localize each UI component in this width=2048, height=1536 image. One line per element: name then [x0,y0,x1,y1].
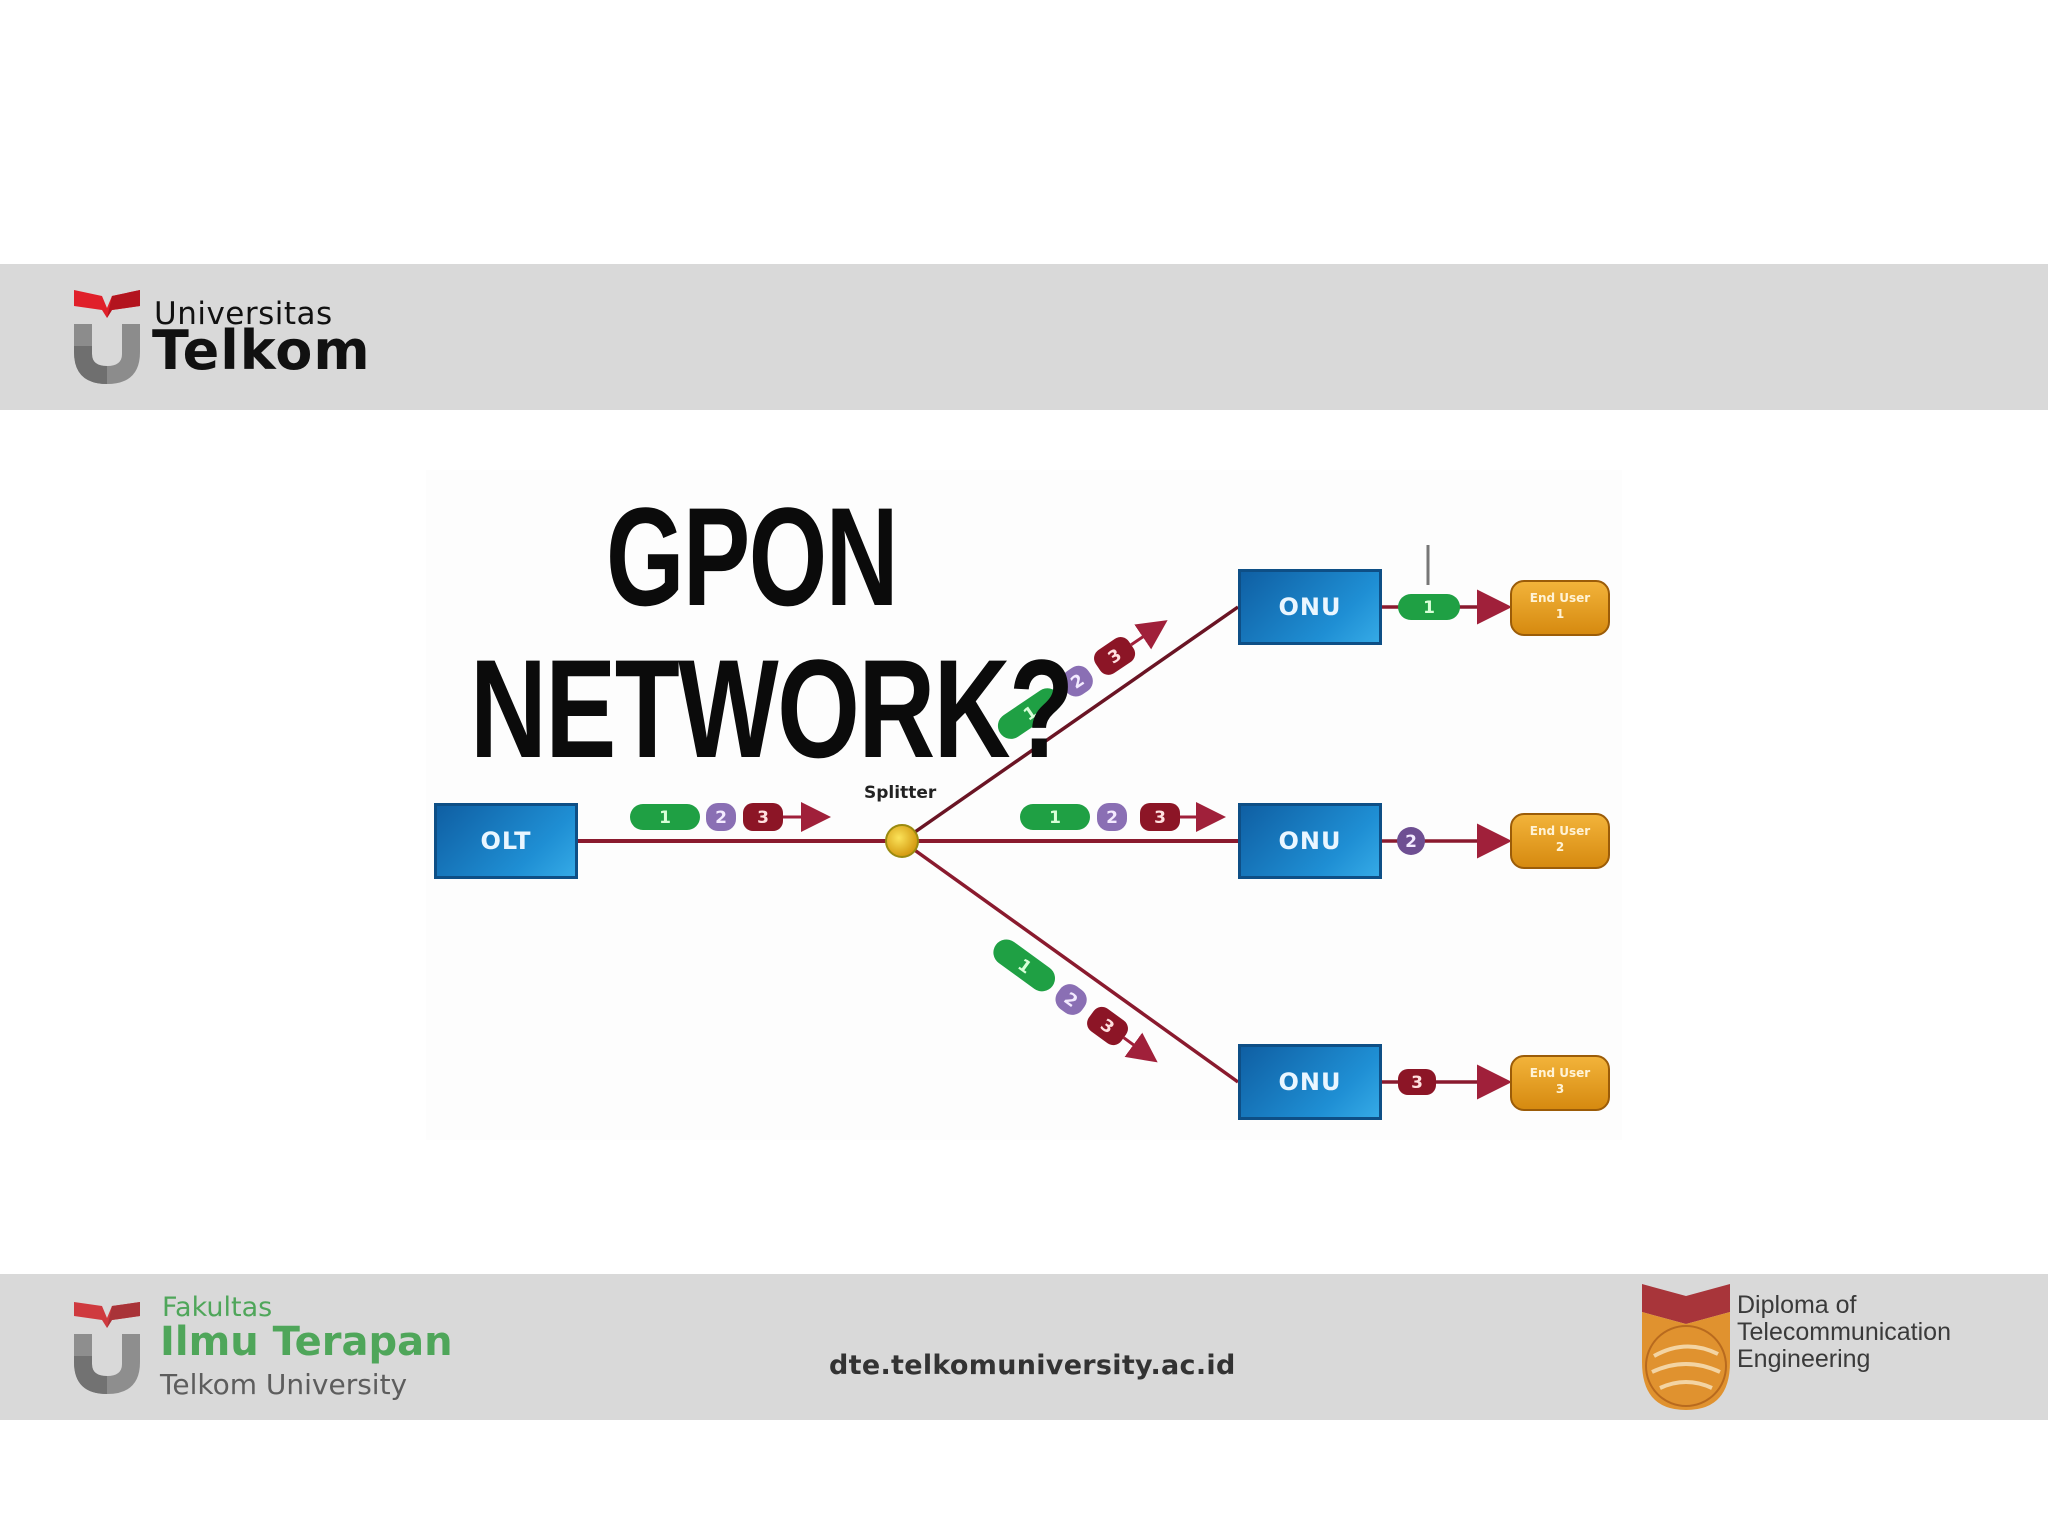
logo-text-ilmu-terapan: Ilmu Terapan [160,1319,453,1365]
diagram-title-network: NETWORK? [470,630,1074,787]
svg-text:3: 3 [1411,1073,1423,1093]
end-user-label: End User [1529,591,1591,605]
logo-text-telkom: Telkom [152,319,371,382]
svg-text:2: 2 [1106,808,1118,828]
svg-text:1: 1 [1049,808,1061,828]
packet-3-onu3 [1398,1069,1436,1095]
splitter-label: Splitter [864,783,937,803]
logo-text-telkom-university: Telkom University [160,1368,408,1401]
end-user-number: 2 [1555,840,1565,854]
dte-line-2: Telecommunication [1737,1318,1951,1346]
onu-box-1: ONU [1238,569,1382,645]
dte-line-3: Engineering [1737,1345,1871,1373]
svg-text:2: 2 [715,808,727,828]
packet-group-feeder: 1 2 3 [630,802,831,832]
end-user-label: End User [1529,824,1591,838]
svg-text:3: 3 [757,808,769,828]
website-url: dte.telkomuniversity.ac.id [829,1350,1236,1381]
logo-text-fakultas: Fakultas [162,1292,273,1323]
logo-text-universitas: Universitas [154,296,333,332]
fakultas-ilmu-terapan-logo-icon [74,1302,140,1394]
onu-box-2: ONU [1238,803,1382,879]
packet-group-middle: 1 2 3 [1020,802,1226,832]
onu-label: ONU [1278,1068,1342,1096]
olt-box: OLT [434,803,578,879]
diagram-title-gpon: GPON [606,478,899,635]
dte-line-1: Diploma of [1737,1291,1857,1319]
onu-box-3: ONU [1238,1044,1382,1120]
svg-text:1: 1 [1423,598,1435,618]
svg-text:1: 1 [659,808,671,828]
end-user-box-2: End User 2 [1510,813,1610,869]
dte-shield-logo-icon [1642,1284,1730,1410]
gpon-diagram-image [426,470,1622,1140]
onu-label: ONU [1278,827,1342,855]
header-band [0,264,2048,410]
end-user-number: 3 [1555,1082,1565,1096]
onu-label: ONU [1278,593,1342,621]
dte-logo-text: Diploma of Telecommunication Engineering [1737,1292,1951,1373]
packet-2-onu2 [1397,827,1425,855]
packet-group-upper: 1 2 3 [997,620,1168,739]
splitter-node-icon [885,824,919,858]
olt-label: OLT [480,827,532,855]
packet-1-onu1 [1398,594,1460,620]
end-user-box-1: End User 1 [1510,580,1610,636]
telkom-university-logo-icon [74,290,140,384]
packet-group-lower: 1 2 3 [993,939,1158,1063]
end-user-number: 1 [1555,607,1565,621]
svg-text:2: 2 [1405,832,1417,852]
svg-text:3: 3 [1154,808,1166,828]
end-user-label: End User [1529,1066,1591,1080]
end-user-box-3: End User 3 [1510,1055,1610,1111]
